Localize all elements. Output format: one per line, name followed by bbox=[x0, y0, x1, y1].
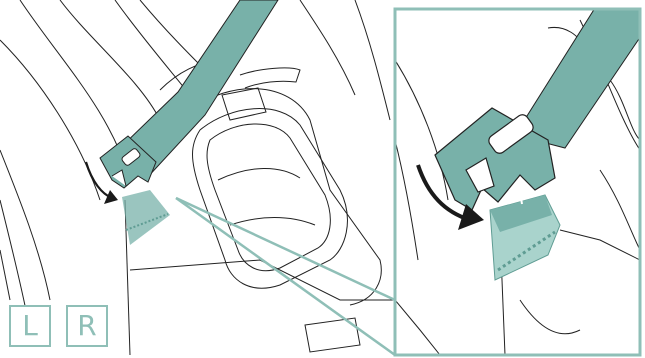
seat-outline bbox=[0, 0, 395, 355]
buckle-receiver bbox=[122, 190, 170, 245]
right-side-label: R bbox=[66, 305, 108, 347]
zoom-callout bbox=[176, 198, 395, 355]
zoom-inset bbox=[395, 0, 645, 355]
left-side-label: L bbox=[9, 305, 51, 347]
